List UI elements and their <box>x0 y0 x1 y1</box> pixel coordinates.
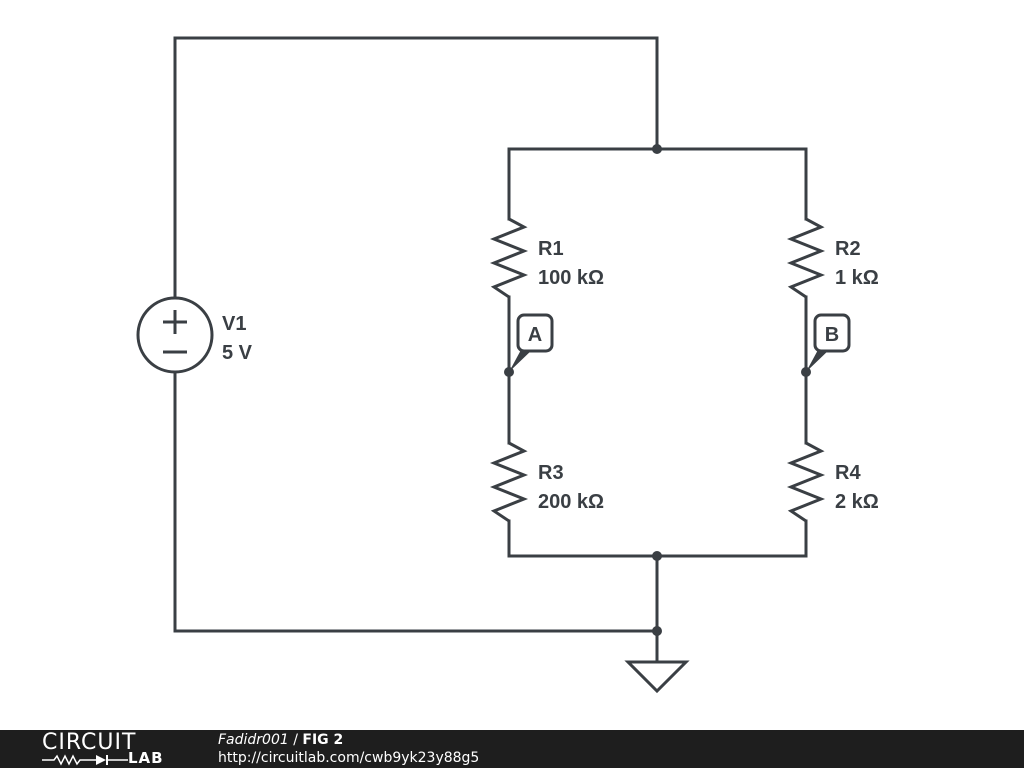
footer-bar: CIRCUIT LAB Fadidr001 / FIG 2 http://cir… <box>0 730 1024 768</box>
probe-a-pointer <box>509 348 534 372</box>
resistor-diode-icon <box>42 754 128 766</box>
circuit-meta: Fadidr001 / FIG 2 http://circuitlab.com/… <box>218 731 479 767</box>
wire-top-left <box>173 36 659 300</box>
r2-name-label: R2 <box>835 238 861 260</box>
schematic-canvas: A B V1 5 V R1 100 kΩ R2 1 kΩ R3 200 kΩ R… <box>136 36 879 694</box>
probe-a-label: A <box>528 324 542 346</box>
junction-bottom-rail <box>652 551 662 561</box>
junction-ground <box>652 626 662 636</box>
probe-a-flag <box>516 313 554 353</box>
resistor-r4 <box>786 441 826 523</box>
r1-name-label: R1 <box>538 238 564 260</box>
probe-b-label: B <box>825 324 839 346</box>
resistor-r3 <box>489 441 529 523</box>
r4-value-label: 2 kΩ <box>835 491 879 513</box>
resistor-r1 <box>489 217 529 299</box>
author-title-line: Fadidr001 / FIG 2 <box>218 731 479 749</box>
logo-text-circuit: CIRCUIT <box>42 730 137 755</box>
probe-b[interactable]: B <box>806 313 851 372</box>
author-link[interactable]: Fadidr001 <box>218 732 289 748</box>
title-separator: / <box>288 732 303 748</box>
circuitlab-logo[interactable]: CIRCUIT LAB <box>40 732 180 766</box>
voltage-source-v1 <box>136 296 214 374</box>
circuit-title[interactable]: FIG 2 <box>302 732 344 748</box>
v1-value-label: 5 V <box>222 342 253 364</box>
probe-b-pointer <box>806 348 831 372</box>
r1-value-label: 100 kΩ <box>538 267 604 289</box>
logo-text-lab: LAB <box>128 749 164 767</box>
ground-symbol <box>624 660 690 694</box>
r3-value-label: 200 kΩ <box>538 491 604 513</box>
probe-b-flag <box>813 313 851 353</box>
v1-name-label: V1 <box>222 313 246 335</box>
probe-a[interactable]: A <box>509 313 554 372</box>
resistor-r2 <box>786 217 826 299</box>
circuit-url[interactable]: http://circuitlab.com/cwb9yk23y88g5 <box>218 750 480 766</box>
r4-name-label: R4 <box>835 462 861 484</box>
junction-top <box>652 144 662 154</box>
r3-name-label: R3 <box>538 462 564 484</box>
r2-value-label: 1 kΩ <box>835 267 879 289</box>
